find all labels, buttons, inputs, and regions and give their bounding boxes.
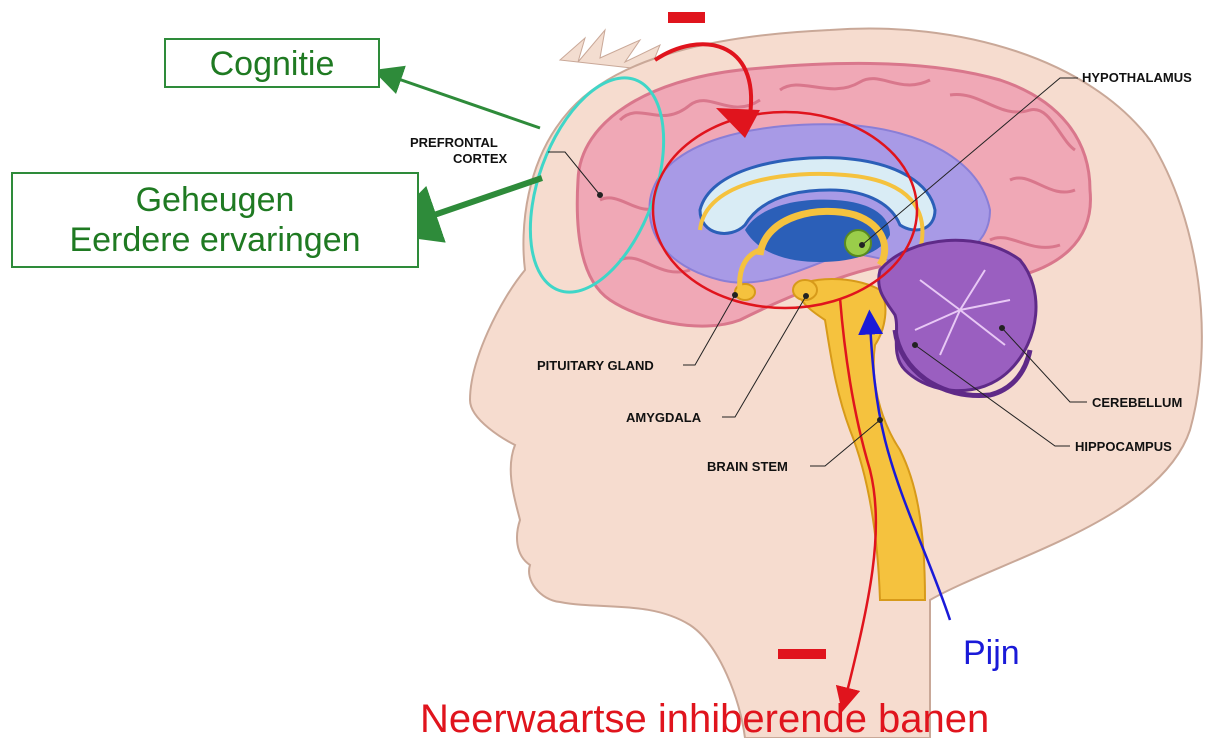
label-brain-stem: BRAIN STEM [707,459,788,474]
memory-arrow [402,178,542,226]
label-prefrontal-line2: CORTEX [453,151,508,166]
label-cerebellum: CEREBELLUM [1092,395,1182,410]
minus-sign-icon [778,649,826,659]
cognition-text: Cognitie [210,45,335,83]
label-hypothalamus: HYPOTHALAMUS [1082,70,1192,85]
descending-label: Neerwaartse inhiberende banen [420,697,989,738]
label-hippocampus: HIPPOCAMPUS [1075,439,1172,454]
cognition-arrow [384,74,540,128]
cognition-box: Cognitie [164,38,380,88]
label-pituitary: PITUITARY GLAND [537,358,654,373]
minus-sign-icon [668,12,705,23]
label-amygdala: AMYGDALA [626,410,702,425]
memory-box: Geheugen Eerdere ervaringen [11,172,419,268]
pain-label: Pijn [963,634,1020,672]
label-prefrontal-line1: PREFRONTAL [410,135,498,150]
memory-text-line1: Geheugen [13,180,417,220]
hypothalamus-structure [845,230,871,256]
memory-text-line2: Eerdere ervaringen [13,220,417,260]
